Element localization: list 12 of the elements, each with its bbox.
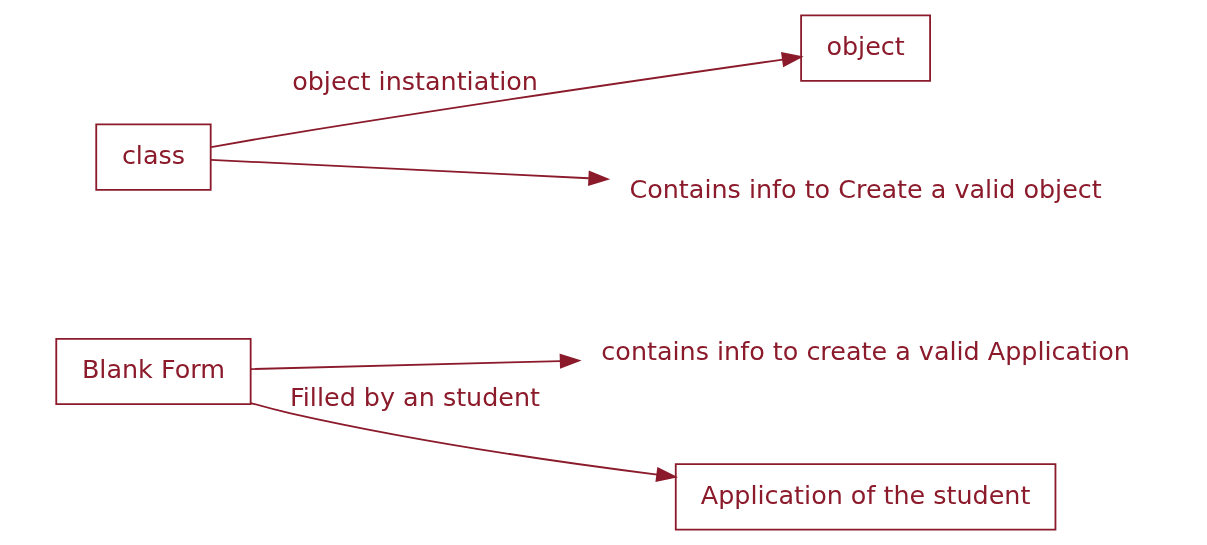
- node-box: Application of the student: [674, 463, 1056, 531]
- node-text: contains info to create a valid Application: [600, 336, 1130, 367]
- arrow: [249, 402, 678, 483]
- edge-label: object instantiation: [291, 66, 538, 97]
- arrow: [209, 158, 610, 186]
- node-box: object: [799, 14, 931, 82]
- arrow: [249, 353, 582, 370]
- node-text: Contains info to Create a valid object: [628, 174, 1102, 205]
- node-box: Blank Form: [54, 337, 252, 406]
- node-box: class: [94, 123, 212, 191]
- arrow: [209, 52, 804, 148]
- edge-label: Filled by an student: [289, 382, 540, 413]
